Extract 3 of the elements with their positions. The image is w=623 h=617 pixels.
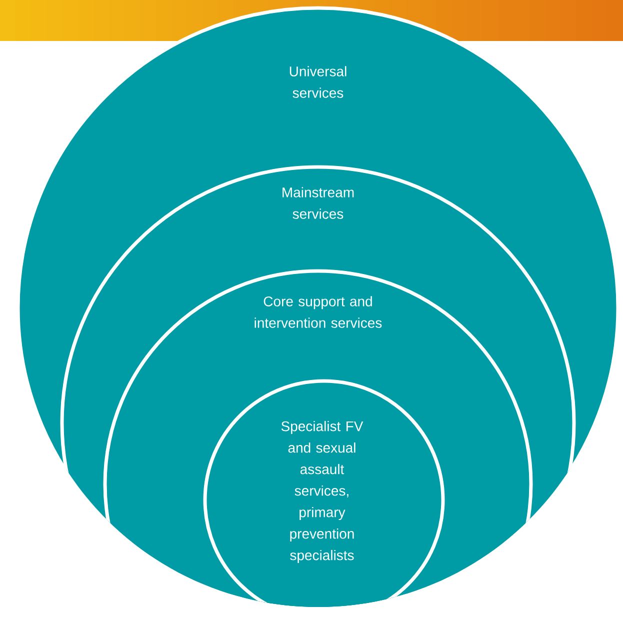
- node-label: Mainstream services: [282, 187, 354, 219]
- node-label: Specialist FV and sexual assault services, primary prevention specialists: [281, 420, 364, 564]
- node-label: Core support and intervention services: [254, 296, 382, 328]
